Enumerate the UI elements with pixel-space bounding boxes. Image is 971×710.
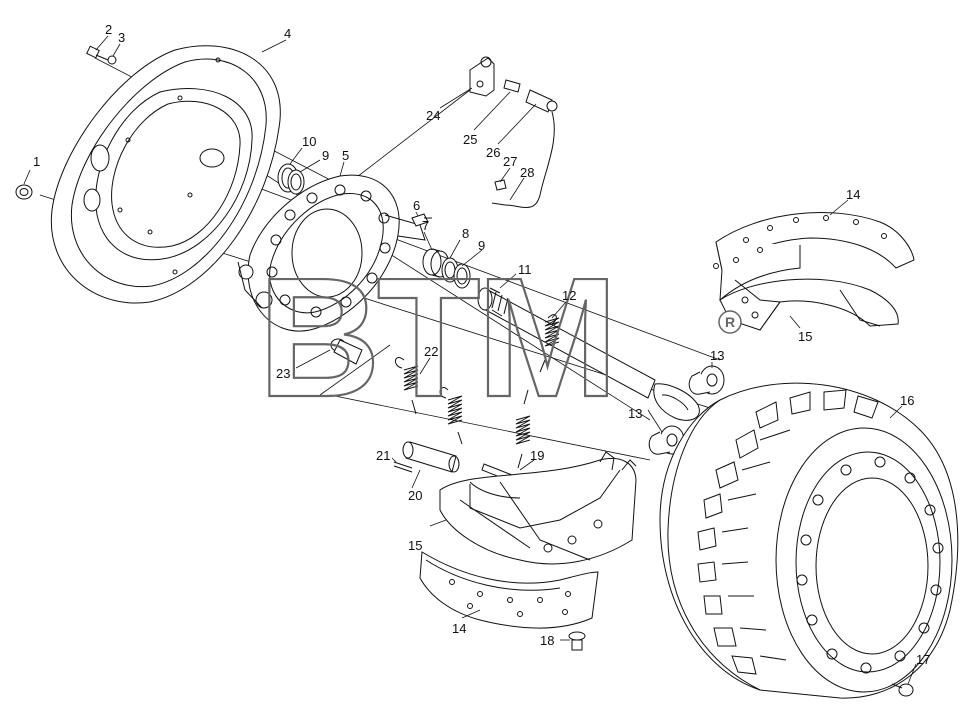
lower-brake-shoe-part-15 xyxy=(439,451,637,565)
label-part-9-right: 9 xyxy=(478,238,485,253)
bushing-part-7 xyxy=(422,248,450,278)
label-part-12: 12 xyxy=(562,288,576,303)
watermark-text: BTM xyxy=(258,243,614,433)
label-part-28: 28 xyxy=(520,165,534,180)
lever-part-26 xyxy=(525,89,558,113)
registered-mark-text: R xyxy=(725,314,735,330)
label-part-2: 2 xyxy=(105,22,112,37)
label-part-4: 4 xyxy=(284,26,291,41)
leader-lines xyxy=(23,35,917,685)
backing-plate xyxy=(50,45,281,304)
label-part-6: 6 xyxy=(413,198,420,213)
label-part-25: 25 xyxy=(463,132,477,147)
label-part-24: 24 xyxy=(426,108,440,123)
label-part-27: 27 xyxy=(503,154,517,169)
drum-cooling-ribs xyxy=(697,389,879,675)
brake-drum-part-16 xyxy=(659,382,959,699)
ring-part-9-right xyxy=(453,263,471,289)
label-part-15-lower: 15 xyxy=(408,538,422,553)
label-part-1: 1 xyxy=(33,154,40,169)
spring-part-22-left xyxy=(395,357,419,415)
ring-part-9-left xyxy=(287,169,305,195)
sensor-wire-part-28 xyxy=(491,111,555,208)
label-part-21: 21 xyxy=(376,448,390,463)
btm-watermark: BTM R xyxy=(257,242,742,434)
bolt-part-17 xyxy=(891,683,914,697)
label-part-18: 18 xyxy=(540,633,554,648)
spring-part-22-right xyxy=(439,387,463,445)
washer-part-3 xyxy=(107,55,117,65)
label-part-10: 10 xyxy=(302,134,316,149)
registered-mark-circle xyxy=(718,310,742,334)
label-part-14-upper: 14 xyxy=(846,187,860,202)
label-part-8: 8 xyxy=(462,226,469,241)
upper-brake-shoe-part-15 xyxy=(719,278,899,331)
return-spring-part-12 xyxy=(539,314,560,373)
nut-part-1 xyxy=(15,184,33,200)
grease-fitting-part-6 xyxy=(411,213,432,227)
label-part-22: 22 xyxy=(424,344,438,359)
label-part-15-upper: 15 xyxy=(798,329,812,344)
bolt-part-2 xyxy=(86,45,109,61)
label-part-5: 5 xyxy=(342,148,349,163)
label-part-23: 23 xyxy=(276,366,290,381)
bolt-part-23 xyxy=(330,338,363,365)
label-part-11: 11 xyxy=(518,262,532,277)
label-part-26: 26 xyxy=(486,145,500,160)
label-part-13-upper: 13 xyxy=(710,348,724,363)
label-part-20: 20 xyxy=(408,488,422,503)
roller-part-13-upper xyxy=(688,365,725,395)
label-part-13-lower: 13 xyxy=(628,406,642,421)
label-part-3: 3 xyxy=(118,30,125,45)
label-part-7: 7 xyxy=(422,218,429,233)
camshaft-part-11 xyxy=(477,287,700,421)
label-part-19: 19 xyxy=(530,448,544,463)
label-part-16: 16 xyxy=(900,393,914,408)
label-part-9-left: 9 xyxy=(322,148,329,163)
spring-part-19-area xyxy=(515,389,531,469)
brake-spider-part-5 xyxy=(237,174,426,332)
anchor-pin-part-20 xyxy=(402,441,460,473)
part-labels: 1 2 3 4 5 6 7 8 9 9 10 11 12 13 13 14 14… xyxy=(33,22,930,667)
label-part-14-lower: 14 xyxy=(452,621,466,636)
upper-brake-lining-part-14 xyxy=(713,211,915,302)
lower-brake-lining-part-14 xyxy=(419,551,599,629)
adjuster-bracket-part-24 xyxy=(469,56,495,97)
label-part-17: 17 xyxy=(916,652,930,667)
bushing-part-25 xyxy=(503,79,521,93)
pin-part-21 xyxy=(393,461,413,473)
rivet-part-18 xyxy=(568,631,586,651)
